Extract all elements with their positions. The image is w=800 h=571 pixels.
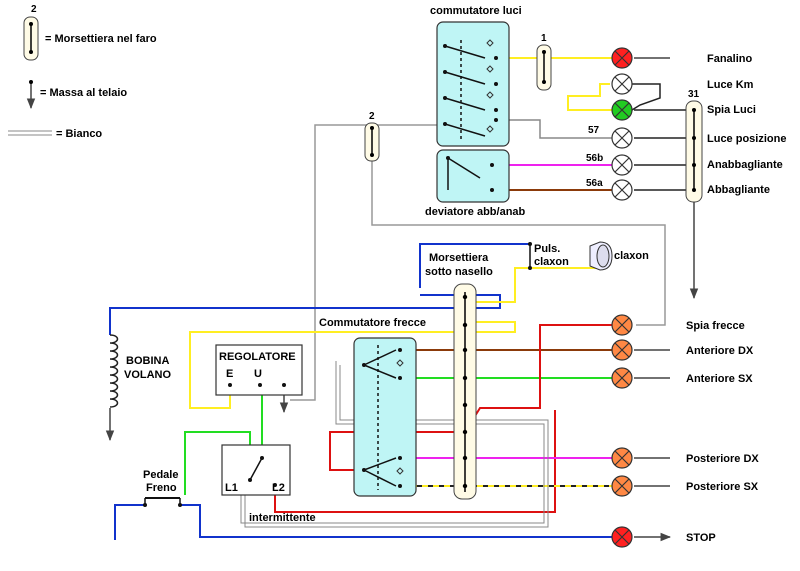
legend-terminal-count: 2: [31, 4, 37, 15]
deviatore-abb-anab: deviatore abb/anab: [425, 149, 526, 218]
lamp-fanalino: Fanalino: [611, 47, 753, 69]
lamp-luce-km: Luce Km: [611, 73, 754, 95]
morsettiera-label-2: sotto nasello: [425, 266, 493, 278]
lamp-spia-frecce: Spia frecce: [611, 314, 745, 336]
claxon-label: claxon: [614, 250, 649, 262]
lamp-posteriore-sx: Posteriore SX: [611, 475, 759, 497]
legend-ground-icon: [26, 80, 36, 110]
bobina-volano: BOBINA VOLANO: [109, 334, 172, 408]
wire-56a-label: 56a: [586, 178, 603, 189]
terminal-block-31-label: 31: [688, 89, 700, 100]
morsettiera-label-1: Morsettiera: [429, 252, 489, 264]
lamp-label: Spia frecce: [686, 320, 745, 332]
terminal-block-2: 2: [364, 111, 380, 162]
lamp-stop: STOP: [611, 526, 716, 548]
regolatore: REGOLATORE E U: [215, 344, 303, 396]
pedale-label-1: Pedale: [143, 469, 178, 481]
commutatore-frecce-label: Commutatore frecce: [319, 317, 426, 329]
l1-label: L1: [225, 482, 238, 494]
terminal-block-1: 1: [536, 33, 552, 91]
regolatore-e-label: E: [226, 368, 233, 380]
lamp-label: Abbagliante: [707, 184, 770, 196]
claxon: claxon: [589, 241, 649, 271]
legend-white-wire-icon: [8, 130, 52, 136]
morsettiera-sotto-nasello: Morsettiera sotto nasello: [425, 252, 493, 500]
commutatore-luci-label: commutatore luci: [430, 5, 522, 17]
lamp-spia-luci: Spia Luci: [611, 99, 756, 121]
regolatore-label: REGOLATORE: [219, 351, 296, 363]
commutatore-luci: commutatore luci: [430, 5, 522, 147]
lamp-label: Spia Luci: [707, 104, 756, 116]
wires: [105, 57, 699, 540]
lamp-anteriore-sx: Anteriore SX: [611, 367, 753, 389]
lamp-label: Anteriore SX: [686, 373, 753, 385]
lamp-label: Anteriore DX: [686, 345, 754, 357]
commutatore-frecce: Commutatore frecce: [319, 317, 426, 497]
lamp-posteriore-dx: Posteriore DX: [611, 447, 759, 469]
pedale-label-2: Freno: [146, 482, 177, 494]
terminal-block-31: 31: [685, 89, 703, 203]
puls-label-2: claxon: [534, 256, 569, 268]
terminal-block-1-label: 1: [541, 33, 547, 44]
wire-56b-label: 56b: [586, 153, 603, 164]
terminal-block-2-label: 2: [369, 111, 375, 122]
regolatore-u-label: U: [254, 368, 262, 380]
bobina-label-2: VOLANO: [124, 369, 172, 381]
lamp-luce-posizione: Luce posizione: [611, 127, 786, 149]
lamp-abbagliante: Abbagliante: [611, 179, 770, 201]
l2-label: L2: [272, 482, 285, 494]
legend-white-wire-text: = Bianco: [56, 128, 102, 140]
puls-label-1: Puls.: [534, 243, 560, 255]
lamp-anteriore-dx: Anteriore DX: [611, 339, 754, 361]
deviatore-label: deviatore abb/anab: [425, 206, 526, 218]
lamp-label: STOP: [686, 532, 716, 544]
legend-ground-text: = Massa al telaio: [40, 87, 127, 99]
intermittente-label: intermittente: [249, 512, 316, 524]
bobina-label-1: BOBINA: [126, 355, 169, 367]
wire-57-label: 57: [588, 125, 600, 136]
lamp-anabbagliante: Anabbagliante: [611, 154, 783, 176]
lamp-label: Posteriore SX: [686, 481, 759, 493]
pedale-freno: Pedale Freno: [143, 469, 182, 507]
legend: 2 = Morsettiera nel faro = Massa al tela…: [8, 4, 157, 140]
lamp-label: Posteriore DX: [686, 453, 759, 465]
lamp-label: Anabbagliante: [707, 159, 783, 171]
lamp-label: Luce Km: [707, 79, 754, 91]
intermittente: L1 L2 intermittente: [221, 444, 316, 524]
lamp-label: Luce posizione: [707, 133, 786, 145]
legend-terminal-text: = Morsettiera nel faro: [45, 33, 157, 45]
lamp-label: Fanalino: [707, 53, 753, 65]
pulsante-claxon: Puls. claxon: [528, 242, 569, 270]
